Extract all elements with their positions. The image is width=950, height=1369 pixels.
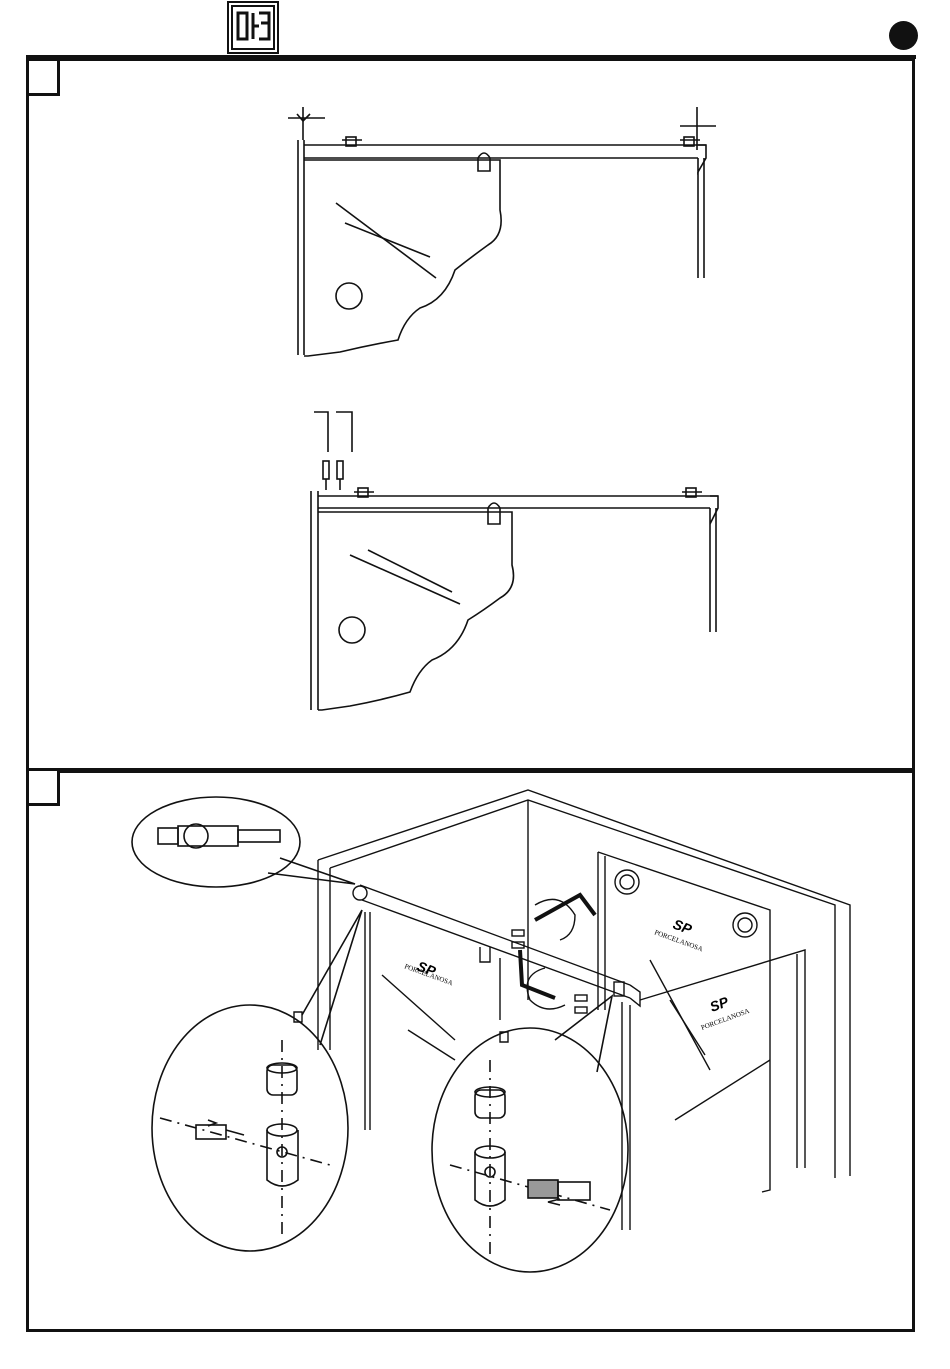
insertion-arrow-icon xyxy=(548,1199,560,1205)
